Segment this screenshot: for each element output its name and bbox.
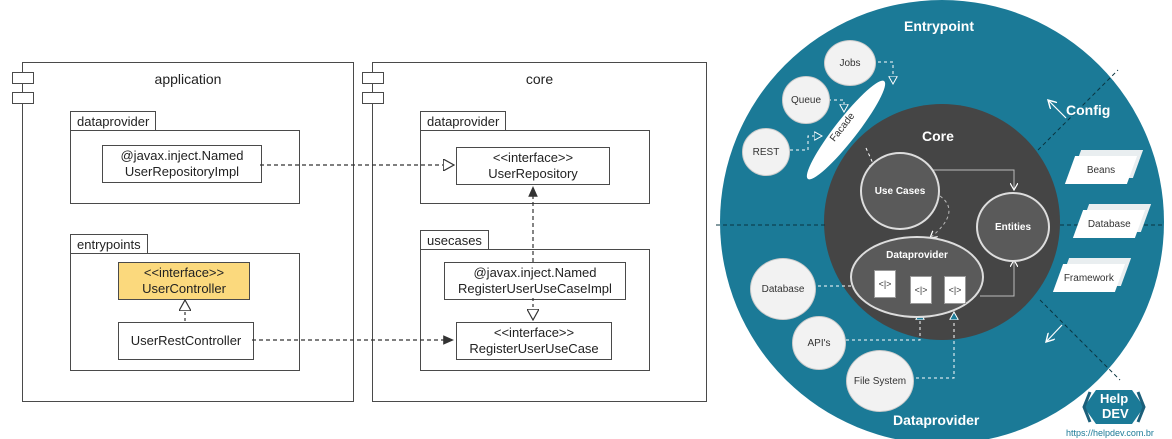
- package-tab-dataprovider: dataprovider: [70, 111, 157, 132]
- entities-circle: Entities: [976, 192, 1050, 262]
- queue-node: Queue: [782, 76, 830, 124]
- component-tab-icon: [362, 72, 384, 84]
- file-icon: <|>: [944, 276, 966, 304]
- interface-name: RegisterUserUseCase: [469, 341, 599, 356]
- interface-user-repository: <<interface>> UserRepository: [456, 147, 610, 185]
- application-title: application: [154, 71, 222, 87]
- file-icon: <|>: [910, 276, 932, 304]
- inner-dataprovider-label: Dataprovider: [886, 250, 948, 261]
- dataprovider-label: Dataprovider: [893, 412, 980, 428]
- config-label: Config: [1066, 102, 1111, 118]
- file-icon: <|>: [874, 270, 896, 298]
- package-tab-usecases: usecases: [420, 230, 489, 251]
- logo-line2: DEV: [1102, 406, 1129, 421]
- class-stereotype: @javax.inject.Named: [473, 265, 597, 280]
- class-stereotype: @javax.inject.Named: [120, 148, 244, 163]
- file-system-node: File System: [846, 350, 914, 412]
- class-register-user-usecase-impl: @javax.inject.Named RegisterUserUseCaseI…: [444, 262, 626, 300]
- logo-line1: Help: [1100, 391, 1129, 406]
- component-tab-icon: [12, 72, 34, 84]
- class-name: UserRestController: [130, 333, 242, 348]
- package-tab-dataprovider: dataprovider: [420, 111, 507, 132]
- entrypoint-label: Entrypoint: [904, 18, 974, 34]
- interface-stereotype: <<interface>>: [493, 325, 575, 340]
- interface-name: UserController: [142, 281, 226, 296]
- apis-node: API's: [792, 316, 846, 370]
- class-user-rest-controller: UserRestController: [118, 322, 254, 360]
- component-tab-icon: [362, 92, 384, 104]
- package-tab-entrypoints: entrypoints: [70, 234, 148, 255]
- uml-arrows: [0, 0, 720, 345]
- class-user-repository-impl: @javax.inject.Named UserRepositoryImpl: [102, 145, 262, 183]
- class-name: UserRepositoryImpl: [124, 164, 240, 179]
- rest-node: REST: [742, 128, 790, 176]
- interface-register-user-usecase: <<interface>> RegisterUserUseCase: [456, 322, 612, 360]
- facade-ellipse: [806, 80, 886, 180]
- core-title: core: [525, 71, 554, 87]
- framework-card: Framework: [1052, 264, 1126, 292]
- jobs-node: Jobs: [824, 40, 876, 86]
- use-cases-circle: Use Cases: [860, 152, 940, 230]
- database-card: Database: [1072, 210, 1146, 238]
- interface-stereotype: <<interface>>: [492, 150, 574, 165]
- database-node: Database: [750, 258, 816, 320]
- beans-card: Beans: [1064, 156, 1138, 184]
- interface-stereotype: <<interface>>: [143, 265, 225, 280]
- brand-url[interactable]: https://helpdev.com.br: [1066, 428, 1154, 438]
- core-label: Core: [922, 128, 954, 144]
- component-tab-icon: [12, 92, 34, 104]
- class-name: RegisterUserUseCaseImpl: [458, 281, 612, 296]
- helpdev-logo: Help DEV: [1082, 388, 1146, 426]
- logo-shape: [1082, 390, 1146, 424]
- interface-name: UserRepository: [488, 166, 578, 181]
